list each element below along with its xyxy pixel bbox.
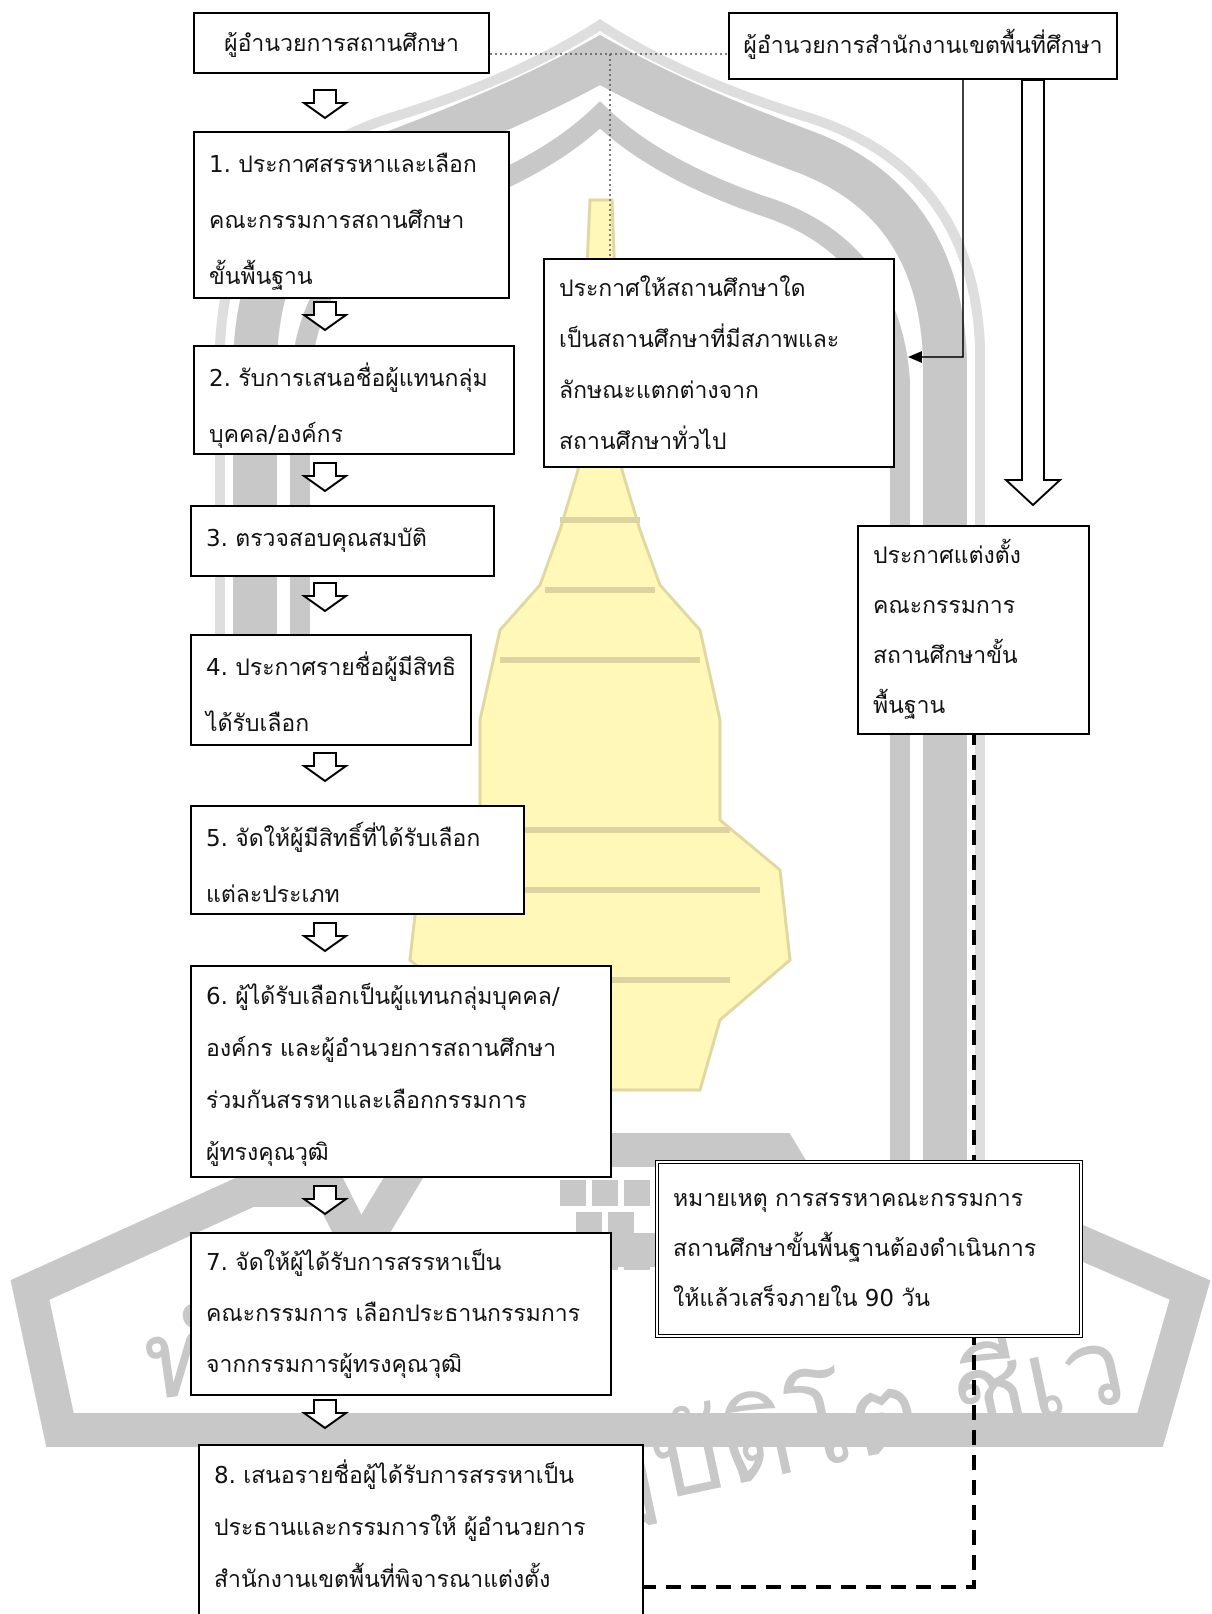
step-line: 4. ประกาศรายชื่อผู้มีสิทธิ [206, 655, 457, 681]
step-8-box: 8. เสนอรายชื่อผู้ได้รับการสรรหาเป็น ประธ… [198, 1444, 644, 1614]
step-arrows [300, 89, 350, 1430]
step-3-box: 3. ตรวจสอบคุณสมบัติ [190, 505, 495, 577]
appoint-committee-box: ประกาศแต่งตั้ง คณะกรรมการ สถานศึกษาขั้น … [857, 525, 1090, 735]
step-line: 6. ผู้ได้รับเลือกเป็นผู้แทนกลุ่มบุคคล/ [206, 984, 560, 1010]
box-line: คณะกรรมการ [873, 593, 1016, 619]
step-line: 3. ตรวจสอบคุณสมบัติ [206, 526, 427, 552]
special-school-box: ประกาศให้สถานศึกษาใด เป็นสถานศึกษาที่มีส… [543, 258, 895, 468]
box-line: ประกาศให้สถานศึกษาใด [559, 276, 806, 302]
step-arrow [300, 89, 350, 120]
step-4-box: 4. ประกาศรายชื่อผู้มีสิทธิ ได้รับเลือก [190, 634, 472, 746]
box-line: สถานศึกษาขั้น [873, 643, 1018, 669]
step-line: แต่ละประเภท [206, 882, 340, 908]
box-line: เป็นสถานศึกษาที่มีสภาพและ [559, 327, 840, 353]
hollow-down-arrow [1003, 79, 1063, 507]
step-line: ผู้ทรงคุณวุฒิ [206, 1140, 329, 1166]
step-line: 8. เสนอรายชื่อผู้ได้รับการสรรหาเป็น [214, 1463, 574, 1489]
note-line: ให้แล้วเสร็จภายใน 90 วัน [673, 1286, 930, 1312]
school-director-label: ผู้อำนวยการสถานศึกษา [224, 31, 459, 57]
step-arrow [300, 1399, 350, 1430]
step-arrow [300, 462, 350, 493]
box-line: ลักษณะแตกต่างจาก [559, 378, 759, 404]
step-line: 5. จัดให้ผู้มีสิทธิ์ที่ได้รับเลือก [206, 826, 481, 852]
step-line: ประธานและกรรมการให้ ผู้อำนวยการ [214, 1515, 586, 1541]
step-line: 2. รับการเสนอชื่อผู้แทนกลุ่ม [209, 366, 488, 392]
step-arrow [300, 1185, 350, 1216]
step-line: สำนักงานเขตพื้นที่พิจารณาแต่งตั้ง [214, 1567, 551, 1593]
step-line: ได้รับเลือก [206, 711, 310, 737]
step-5-box: 5. จัดให้ผู้มีสิทธิ์ที่ได้รับเลือก แต่ละ… [190, 805, 525, 915]
step-line: 7. จัดให้ผู้ได้รับการสรรหาเป็น [206, 1250, 502, 1276]
step-6-box: 6. ผู้ได้รับเลือกเป็นผู้แทนกลุ่มบุคคล/ อ… [190, 965, 612, 1178]
step-line: บุคคล/องค์กร [209, 422, 343, 448]
step-line: ร่วมกันสรรหาและเลือกกรรมการ [206, 1088, 527, 1114]
dashed-connector [642, 730, 976, 1589]
step-line: คณะกรรมการสถานศึกษา [209, 208, 465, 234]
step-arrow [300, 752, 350, 783]
school-director-box: ผู้อำนวยการสถานศึกษา [193, 12, 490, 74]
area-director-box: ผู้อำนวยการสำนักงานเขตพื้นที่ศึกษา [728, 12, 1118, 80]
area-director-label: ผู้อำนวยการสำนักงานเขตพื้นที่ศึกษา [743, 33, 1103, 59]
note-line: หมายเหตุ การสรรหาคณะกรรมการ [673, 1186, 1024, 1212]
step-arrow [300, 301, 350, 332]
arrowhead [908, 351, 922, 363]
step-line: 1. ประกาศสรรหาและเลือก [209, 152, 477, 178]
step-2-box: 2. รับการเสนอชื่อผู้แทนกลุ่ม บุคคล/องค์ก… [193, 345, 515, 455]
box-line: พื้นฐาน [873, 693, 946, 719]
box-line: ประกาศแต่งตั้ง [873, 543, 1021, 569]
step-line: ขั้นพื้นฐาน [209, 264, 313, 290]
step-line: จากกรรมการผู้ทรงคุณวุฒิ [206, 1352, 462, 1378]
note-box: หมายเหตุ การสรรหาคณะกรรมการ สถานศึกษาขั้… [655, 1160, 1083, 1338]
note-line: สถานศึกษาขั้นพื้นฐานต้องดำเนินการ [673, 1236, 1037, 1262]
step-7-box: 7. จัดให้ผู้ได้รับการสรรหาเป็น คณะกรรมกา… [190, 1232, 612, 1396]
box-line: สถานศึกษาทั่วไป [559, 429, 727, 455]
thin-connector [918, 80, 964, 358]
step-arrow [300, 922, 350, 953]
step-line: องค์กร และผู้อำนวยการสถานศึกษา [206, 1036, 557, 1062]
step-line: คณะกรรมการ เลือกประธานกรรมการ [206, 1301, 581, 1327]
step-1-box: 1. ประกาศสรรหาและเลือก คณะกรรมการสถานศึก… [193, 131, 510, 299]
step-arrow [300, 582, 350, 613]
